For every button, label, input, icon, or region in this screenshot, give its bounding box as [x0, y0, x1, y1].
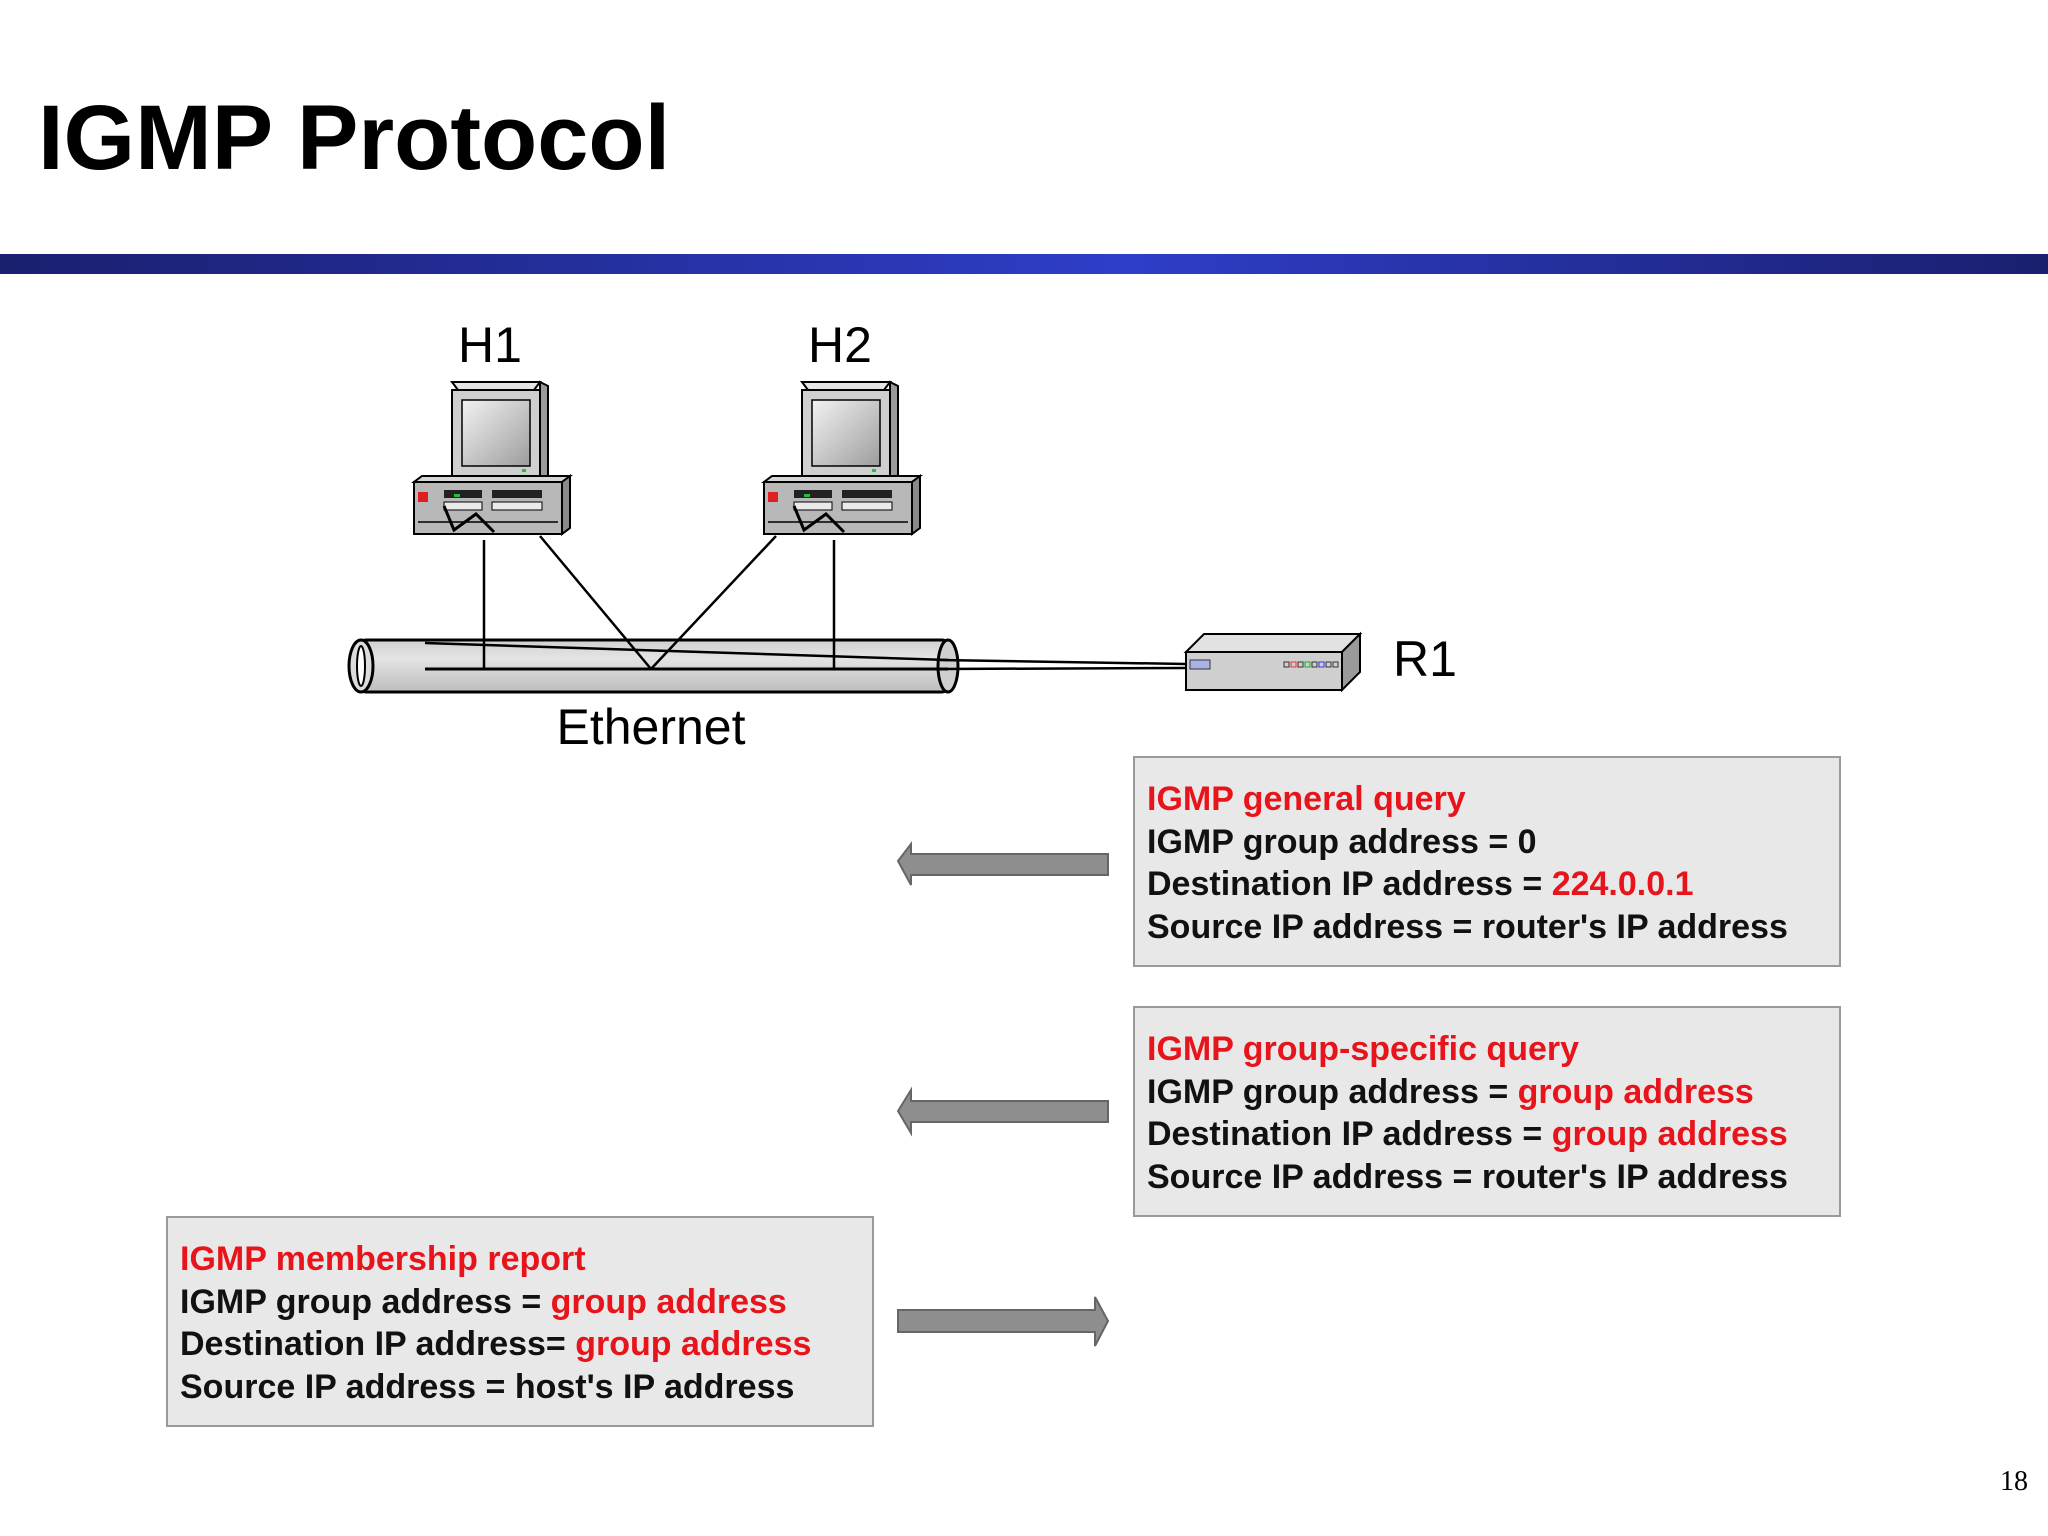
title-divider-bar	[0, 254, 2048, 274]
general-query-group-text: IGMP group address = 0	[1147, 822, 1537, 861]
host-computer-icon-h2	[762, 380, 922, 536]
group-query-group-value: group address	[1517, 1072, 1754, 1111]
group-query-source-line: Source IP address = router's IP address	[1147, 1157, 1788, 1196]
page-number: 18	[2000, 1466, 2028, 1497]
report-group-line: IGMP group address = group address	[180, 1281, 860, 1324]
group-query-dest-value: group address	[1551, 1115, 1788, 1153]
report-group-label: IGMP group address =	[180, 1282, 551, 1321]
host-label-h1: H1	[458, 317, 522, 373]
report-source-line: Source IP address = host's IP address	[180, 1367, 795, 1406]
general-query-dest-value: 224.0.0.1	[1551, 865, 1694, 903]
left-arrow-icon	[896, 841, 1109, 886]
report-dest-line: Destination IP address= group address	[180, 1323, 860, 1366]
group-query-group-label: IGMP group address =	[1147, 1072, 1518, 1111]
membership-report-box: IGMP membership report IGMP group addres…	[166, 1216, 874, 1427]
report-dest-value: group address	[575, 1325, 812, 1363]
left-arrow-icon	[896, 1086, 1109, 1137]
group-query-dest-label: Destination IP address =	[1147, 1115, 1552, 1153]
group-query-dest-line: Destination IP address = group address	[1147, 1113, 1827, 1156]
report-group-value: group address	[550, 1282, 787, 1321]
group-query-group-line: IGMP group address = group address	[1147, 1071, 1827, 1114]
ethernet-label: Ethernet	[556, 699, 745, 755]
slide-title: IGMP Protocol	[38, 87, 671, 189]
router-icon	[1183, 631, 1363, 693]
group-specific-query-box: IGMP group-specific query IGMP group add…	[1133, 1006, 1841, 1217]
general-query-box: IGMP general query IGMP group address = …	[1133, 756, 1841, 967]
host-computer-icon-h1	[412, 380, 572, 536]
general-query-dest-line: Destination IP address = 224.0.0.1	[1147, 863, 1827, 906]
report-dest-label: Destination IP address=	[180, 1325, 576, 1363]
general-query-heading: IGMP general query	[1147, 780, 1466, 818]
general-query-dest-label: Destination IP address =	[1147, 865, 1552, 903]
right-arrow-icon	[897, 1296, 1110, 1347]
general-query-group-line: IGMP group address = 0	[1147, 821, 1827, 864]
report-heading: IGMP membership report	[180, 1240, 586, 1278]
general-query-source-line: Source IP address = router's IP address	[1147, 907, 1788, 946]
router-label: R1	[1393, 631, 1457, 687]
host-label-h2: H2	[808, 317, 872, 373]
group-query-heading: IGMP group-specific query	[1147, 1030, 1580, 1068]
